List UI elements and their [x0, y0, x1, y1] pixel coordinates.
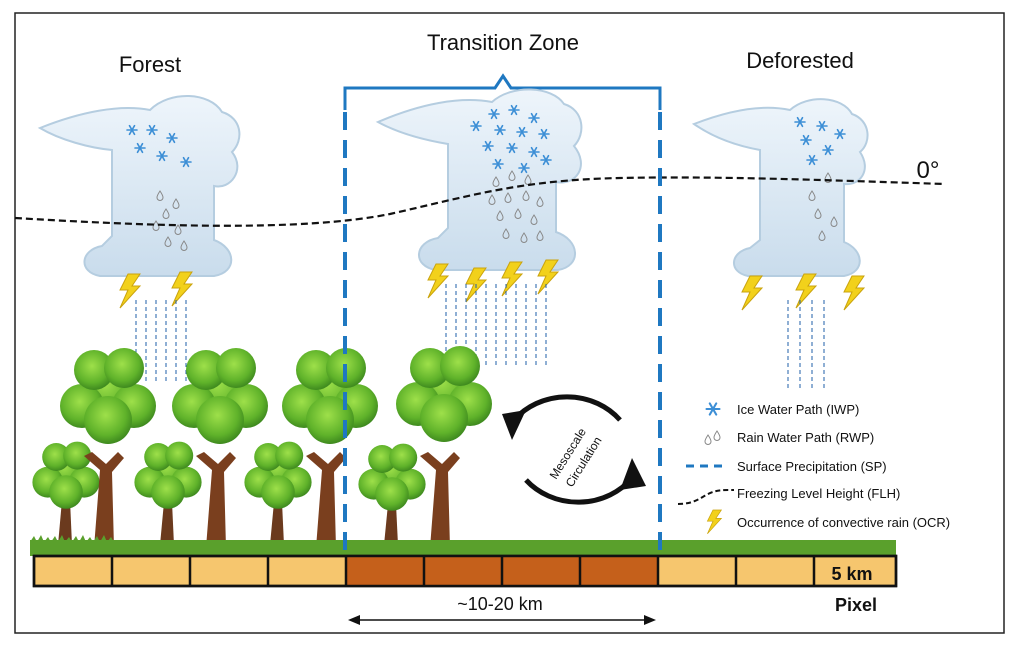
trees	[32, 346, 492, 548]
legend-item-surface-precip: Surface Precipitation (SP)	[686, 459, 887, 474]
pixel-bar	[32, 554, 898, 588]
legend-label-freezing-level: Freezing Level Height (FLH)	[737, 486, 900, 501]
title-deforested: Deforested	[746, 48, 854, 73]
cloud-forest	[37, 95, 241, 277]
title-transition-zone: Transition Zone	[427, 30, 579, 55]
legend-label-convective-rain: Occurrence of convective rain (OCR)	[737, 515, 950, 530]
freezing-level-line	[14, 176, 946, 227]
cloud-deforested	[691, 98, 869, 277]
distance-label: ~10-20 km	[457, 594, 543, 614]
legend: Ice Water Path (IWP) Rain Water Path (RW…	[677, 402, 950, 535]
transition-bracket	[343, 73, 662, 110]
legend-item-ice: Ice Water Path (IWP)	[705, 402, 859, 417]
raindrop-icon	[704, 430, 721, 445]
mesoscale-circulation: Mesoscale Circulation	[502, 394, 646, 505]
legend-label-rain: Rain Water Path (RWP)	[737, 430, 874, 445]
circulation-arc-top	[512, 394, 622, 422]
grass-tufts	[30, 535, 114, 542]
lightning-deforested	[741, 273, 865, 311]
legend-item-rain: Rain Water Path (RWP)	[704, 430, 874, 445]
cloud-transition	[375, 88, 583, 271]
frame-border	[14, 12, 1005, 634]
lightning-icon	[707, 509, 722, 535]
wavy-dashed-line-icon	[677, 489, 735, 505]
circulation-arrowhead-right	[620, 458, 646, 490]
pixel-size-label: 5 km	[831, 564, 872, 584]
circulation-arrowhead-left	[502, 410, 526, 440]
distance-arrow	[348, 615, 656, 625]
rain-deforested	[787, 300, 825, 390]
legend-label-surface-precip: Surface Precipitation (SP)	[737, 459, 887, 474]
title-forest: Forest	[119, 52, 181, 77]
legend-item-freezing-level: Freezing Level Height (FLH)	[677, 486, 900, 505]
freezing-level-label: 0°	[917, 157, 940, 184]
legend-label-ice: Ice Water Path (IWP)	[737, 402, 859, 417]
snowflake-icon	[705, 402, 721, 416]
legend-item-convective-rain: Occurrence of convective rain (OCR)	[707, 509, 950, 535]
grass	[30, 540, 896, 556]
pixel-label: Pixel	[835, 595, 877, 615]
